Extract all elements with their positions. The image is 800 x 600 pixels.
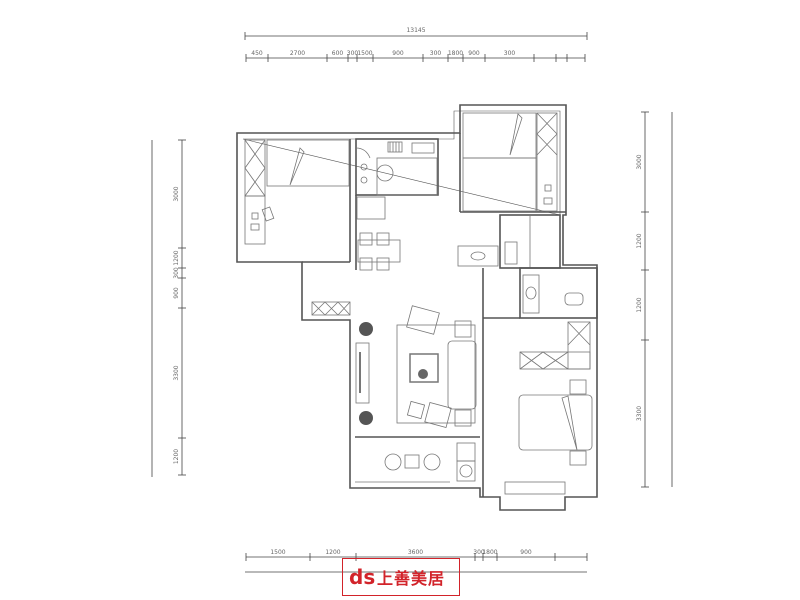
top-dimension-total: 13145 — [244, 27, 588, 40]
dimension-label: 1200 — [325, 549, 340, 556]
plant-icon — [359, 322, 373, 336]
dimension-label: 450 — [251, 50, 263, 57]
hall-cabinet — [311, 301, 351, 316]
dimension-label: 900 — [173, 287, 180, 299]
dimension-label: 1200 — [173, 250, 180, 265]
dining-area — [355, 195, 401, 271]
dimension-label: 1800 — [448, 50, 463, 57]
dimension-label: 600 — [332, 50, 344, 57]
kitchen — [355, 138, 439, 196]
dimension-label: 300 — [504, 50, 516, 57]
dimension-label: 3600 — [408, 549, 423, 556]
tv-cabinet — [355, 342, 370, 404]
armchair — [424, 402, 452, 428]
dimension-label: 900 — [520, 549, 532, 556]
top-total-label: 13145 — [406, 27, 425, 34]
bed — [518, 394, 593, 451]
dimension-label: 300 — [347, 50, 359, 57]
logo-name: 上善美居 — [377, 569, 446, 588]
dimension-label: 1200 — [636, 233, 643, 248]
dimension-label: 3000 — [636, 154, 643, 169]
dimension-label: 1200 — [173, 449, 180, 464]
bedroom-bottom-right — [504, 321, 593, 495]
dimension-label: 1800 — [482, 549, 497, 556]
armchair — [406, 305, 440, 335]
bathroom-2 — [482, 267, 598, 497]
bed — [266, 139, 350, 187]
sofa — [447, 340, 477, 410]
exterior-wall — [236, 104, 598, 511]
logo-mark: ds — [349, 565, 376, 589]
bathroom-1 — [457, 214, 561, 269]
dimension-label: 2700 — [290, 50, 305, 57]
dimension-label: 300 — [473, 549, 485, 556]
living-room — [355, 305, 480, 438]
bedroom-left — [244, 139, 351, 263]
dimension-label: 900 — [468, 50, 480, 57]
dimension-label: 300 — [173, 267, 180, 279]
dimension-label: 1500 — [357, 50, 372, 57]
company-logo: ds 上善美居 — [342, 558, 460, 596]
dimension-label: 3000 — [173, 186, 180, 201]
bedroom-top-right — [459, 112, 566, 213]
balcony — [355, 442, 476, 483]
dimension-label: 1200 — [636, 297, 643, 312]
dimension-label: 3300 — [636, 406, 643, 421]
dimension-label: 300 — [430, 50, 442, 57]
dimension-label: 3300 — [173, 365, 180, 380]
plant-icon — [359, 411, 373, 425]
right-dimension-segments: 3000 1200 1200 3300 — [636, 111, 649, 488]
dimension-label: 900 — [392, 50, 404, 57]
left-dimension-segments: 3000 1200 300 900 3300 1200 — [173, 139, 186, 476]
dimension-label: 1500 — [270, 549, 285, 556]
